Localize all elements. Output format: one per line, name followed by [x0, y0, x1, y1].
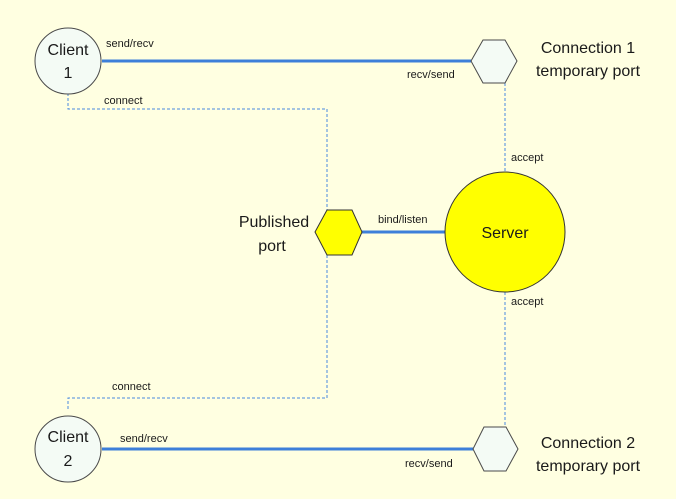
- connection2-label-line1: Connection 2: [541, 435, 635, 452]
- published-port-hexagon[interactable]: [314, 209, 363, 256]
- connection1-port-hexagon[interactable]: [470, 39, 518, 84]
- client2-node[interactable]: [34, 415, 102, 483]
- edge-label-connection2-recv-send: recv/send: [405, 458, 453, 470]
- edge-label-connection2-accept: accept: [511, 296, 543, 308]
- published-port-label-line2: port: [258, 238, 286, 255]
- connection1-label-line1: Connection 1: [541, 40, 635, 57]
- server-label: Server: [481, 225, 529, 242]
- client1-label-line2: 1: [64, 65, 73, 82]
- edge-client2-connect-line: [67, 255, 328, 410]
- server-node[interactable]: [444, 171, 566, 293]
- connection1-label-line2: temporary port: [536, 63, 641, 80]
- edge-label-connection1-recv-send: recv/send: [407, 69, 455, 81]
- connection2-port-hexagon[interactable]: [472, 426, 519, 472]
- client2-label-line1: Client: [48, 429, 89, 446]
- edge-label-client1-send-recv: send/recv: [106, 38, 154, 50]
- client1-node[interactable]: [34, 27, 102, 95]
- edge-label-connection1-accept: accept: [511, 152, 543, 164]
- edge-label-bind-listen: bind/listen: [378, 214, 428, 226]
- edge-label-client2-connect: connect: [112, 381, 151, 393]
- edge-label-client1-connect: connect: [104, 95, 143, 107]
- client2-label-line2: 2: [64, 453, 73, 470]
- published-port-label-line1: Published: [239, 214, 309, 231]
- edge-client1-connect-line: [67, 93, 328, 210]
- edge-label-client2-send-recv: send/recv: [120, 433, 168, 445]
- connection2-label-line2: temporary port: [536, 458, 641, 475]
- client1-label-line1: Client: [48, 42, 89, 59]
